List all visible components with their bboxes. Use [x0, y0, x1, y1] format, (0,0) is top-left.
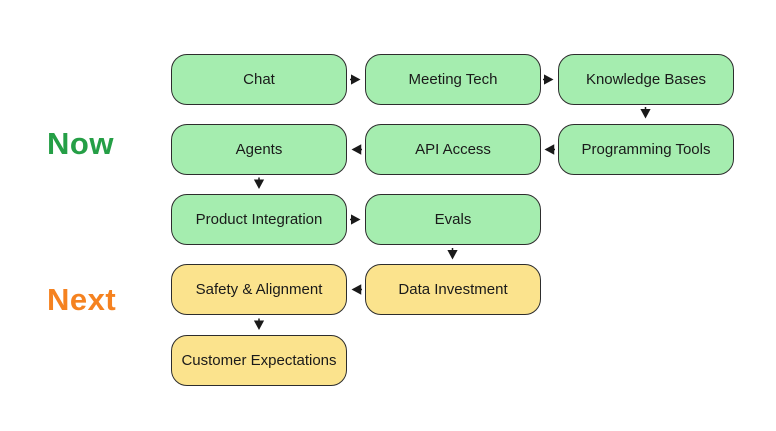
node-product-integration-label: Product Integration — [195, 211, 323, 228]
node-customer-expectations-label: Customer Expectations — [181, 352, 337, 369]
node-evals-label: Evals — [434, 211, 472, 228]
node-meeting-tech-label: Meeting Tech — [408, 71, 498, 88]
node-programming-tools: Programming Tools — [558, 124, 734, 175]
node-data-investment-label: Data Investment — [398, 281, 508, 298]
node-knowledge-bases-label: Knowledge Bases — [585, 71, 707, 88]
node-programming-tools-label: Programming Tools — [581, 141, 711, 158]
node-agents: Agents — [171, 124, 347, 175]
node-meeting-tech: Meeting Tech — [365, 54, 541, 105]
node-safety-alignment-label: Safety & Alignment — [195, 281, 323, 298]
node-chat: Chat — [171, 54, 347, 105]
node-knowledge-bases: Knowledge Bases — [558, 54, 734, 105]
phase-label-next: Next — [47, 282, 117, 317]
node-product-integration: Product Integration — [171, 194, 347, 245]
node-customer-expectations: Customer Expectations — [171, 335, 347, 386]
node-agents-label: Agents — [235, 141, 283, 158]
node-safety-alignment: Safety & Alignment — [171, 264, 347, 315]
phase-label-now: Now — [47, 126, 114, 161]
node-api-access-label: API Access — [415, 141, 491, 158]
node-chat-label: Chat — [243, 71, 275, 88]
node-data-investment: Data Investment — [365, 264, 541, 315]
node-evals: Evals — [365, 194, 541, 245]
node-api-access: API Access — [365, 124, 541, 175]
